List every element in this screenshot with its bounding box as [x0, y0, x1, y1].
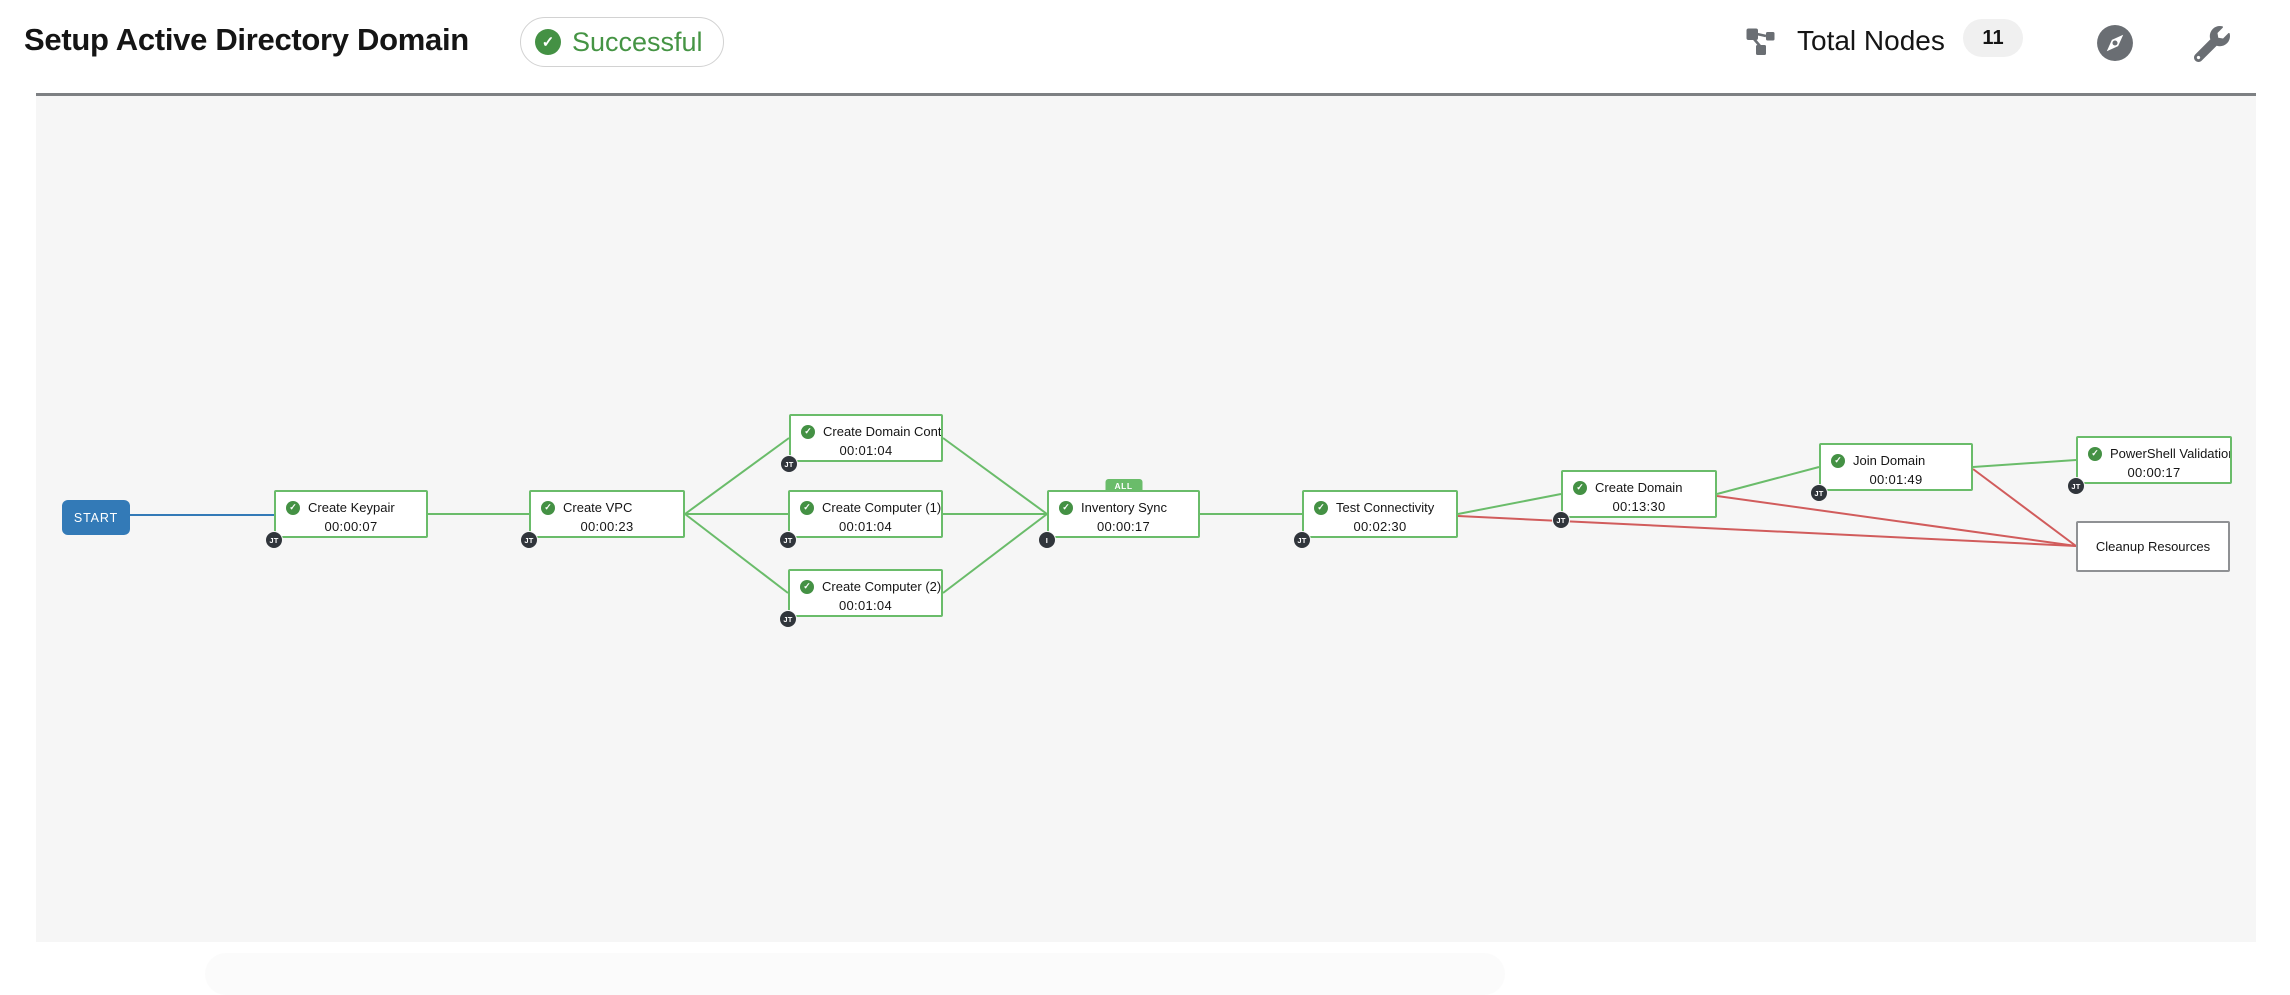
- edge-join-domain-to-powershell-validation: [1972, 459, 2077, 468]
- node-type-badge: JT: [520, 531, 538, 549]
- edge-join-domain-to-cleanup-resources: [1972, 468, 2077, 547]
- edge-test-connectivity-to-cleanup-resources: [1457, 515, 2077, 547]
- node-label: Create Computer (1): [822, 500, 941, 515]
- edge-create-vpc-to-create-computer-2: [684, 513, 789, 594]
- workflow-node-cleanup-resources[interactable]: Cleanup Resources: [2076, 521, 2230, 572]
- edge-create-computer-2-to-inventory-sync: [942, 513, 1048, 594]
- node-type-badge: JT: [1552, 511, 1570, 529]
- workflow-job-title: Setup Active Directory Domain: [24, 22, 469, 57]
- node-label: PowerShell Validation: [2110, 446, 2230, 461]
- legend-compass-button[interactable]: [2092, 20, 2138, 69]
- node-success-icon: ✓: [2088, 446, 2102, 461]
- node-success-icon: ✓: [1314, 500, 1328, 515]
- node-type-badge: JT: [779, 531, 797, 549]
- edge-create-domain-contr-to-inventory-sync: [942, 437, 1048, 515]
- node-type-badge: I: [1038, 531, 1056, 549]
- node-type-badge: JT: [1293, 531, 1311, 549]
- node-type-badge: JT: [2067, 477, 2085, 495]
- status-label: Successful: [572, 26, 703, 57]
- node-label: Join Domain: [1853, 453, 1926, 468]
- node-label: Cleanup Resources: [2095, 539, 2211, 554]
- bottom-sheet-shadow: [205, 953, 1505, 995]
- node-label: Create VPC: [563, 500, 633, 515]
- node-label: Create Domain: [1595, 480, 1683, 495]
- page-header: Setup Active Directory Domain ✓ Successf…: [0, 0, 2290, 93]
- node-label: START: [73, 510, 119, 525]
- node-label: Create Keypair: [308, 500, 395, 515]
- node-elapsed-time: 00:02:30: [1353, 519, 1407, 534]
- node-success-icon: ✓: [541, 500, 555, 515]
- wrench-icon: [2193, 26, 2230, 65]
- total-nodes-label: Total Nodes: [1797, 25, 1945, 56]
- all-convergence-badge: ALL: [1105, 479, 1142, 492]
- node-type-badge: JT: [265, 531, 283, 549]
- node-success-icon: ✓: [1059, 500, 1073, 515]
- node-success-icon: ✓: [1573, 480, 1587, 495]
- node-elapsed-time: 00:00:23: [580, 519, 634, 534]
- compass-icon: [2096, 25, 2134, 65]
- total-nodes-count: 11: [1963, 19, 2023, 57]
- node-type-badge: JT: [1810, 484, 1828, 502]
- node-success-icon: ✓: [801, 424, 815, 439]
- success-check-icon: ✓: [535, 29, 561, 55]
- node-type-badge: JT: [780, 455, 798, 473]
- edge-test-connectivity-to-create-domain: [1457, 493, 1562, 515]
- node-label: Create Domain Contr...: [823, 424, 941, 439]
- node-label: Create Computer (2): [822, 579, 941, 594]
- sitemap-icon: [1746, 28, 1775, 60]
- node-elapsed-time: 00:00:17: [1096, 519, 1150, 534]
- workflow-node-start[interactable]: START: [62, 500, 130, 535]
- node-elapsed-time: 00:00:07: [324, 519, 378, 534]
- node-success-icon: ✓: [800, 500, 814, 515]
- node-type-badge: JT: [779, 610, 797, 628]
- node-label: Inventory Sync: [1081, 500, 1167, 515]
- node-elapsed-time: 00:13:30: [1612, 499, 1666, 514]
- node-success-icon: ✓: [1831, 453, 1845, 468]
- node-elapsed-time: 00:01:04: [839, 443, 893, 458]
- tools-button[interactable]: [2190, 22, 2234, 69]
- node-elapsed-time: 00:01:04: [838, 598, 892, 613]
- edge-create-domain-to-join-domain: [1716, 466, 1820, 495]
- node-elapsed-time: 00:00:17: [2127, 465, 2181, 480]
- edge-create-domain-to-cleanup-resources: [1716, 495, 2077, 547]
- node-success-icon: ✓: [286, 500, 300, 515]
- node-success-icon: ✓: [800, 579, 814, 594]
- edge-create-vpc-to-create-domain-contr: [684, 437, 790, 515]
- node-elapsed-time: 00:01:49: [1869, 472, 1923, 487]
- status-badge: ✓ Successful: [520, 17, 724, 67]
- node-elapsed-time: 00:01:04: [838, 519, 892, 534]
- node-label: Test Connectivity: [1336, 500, 1435, 515]
